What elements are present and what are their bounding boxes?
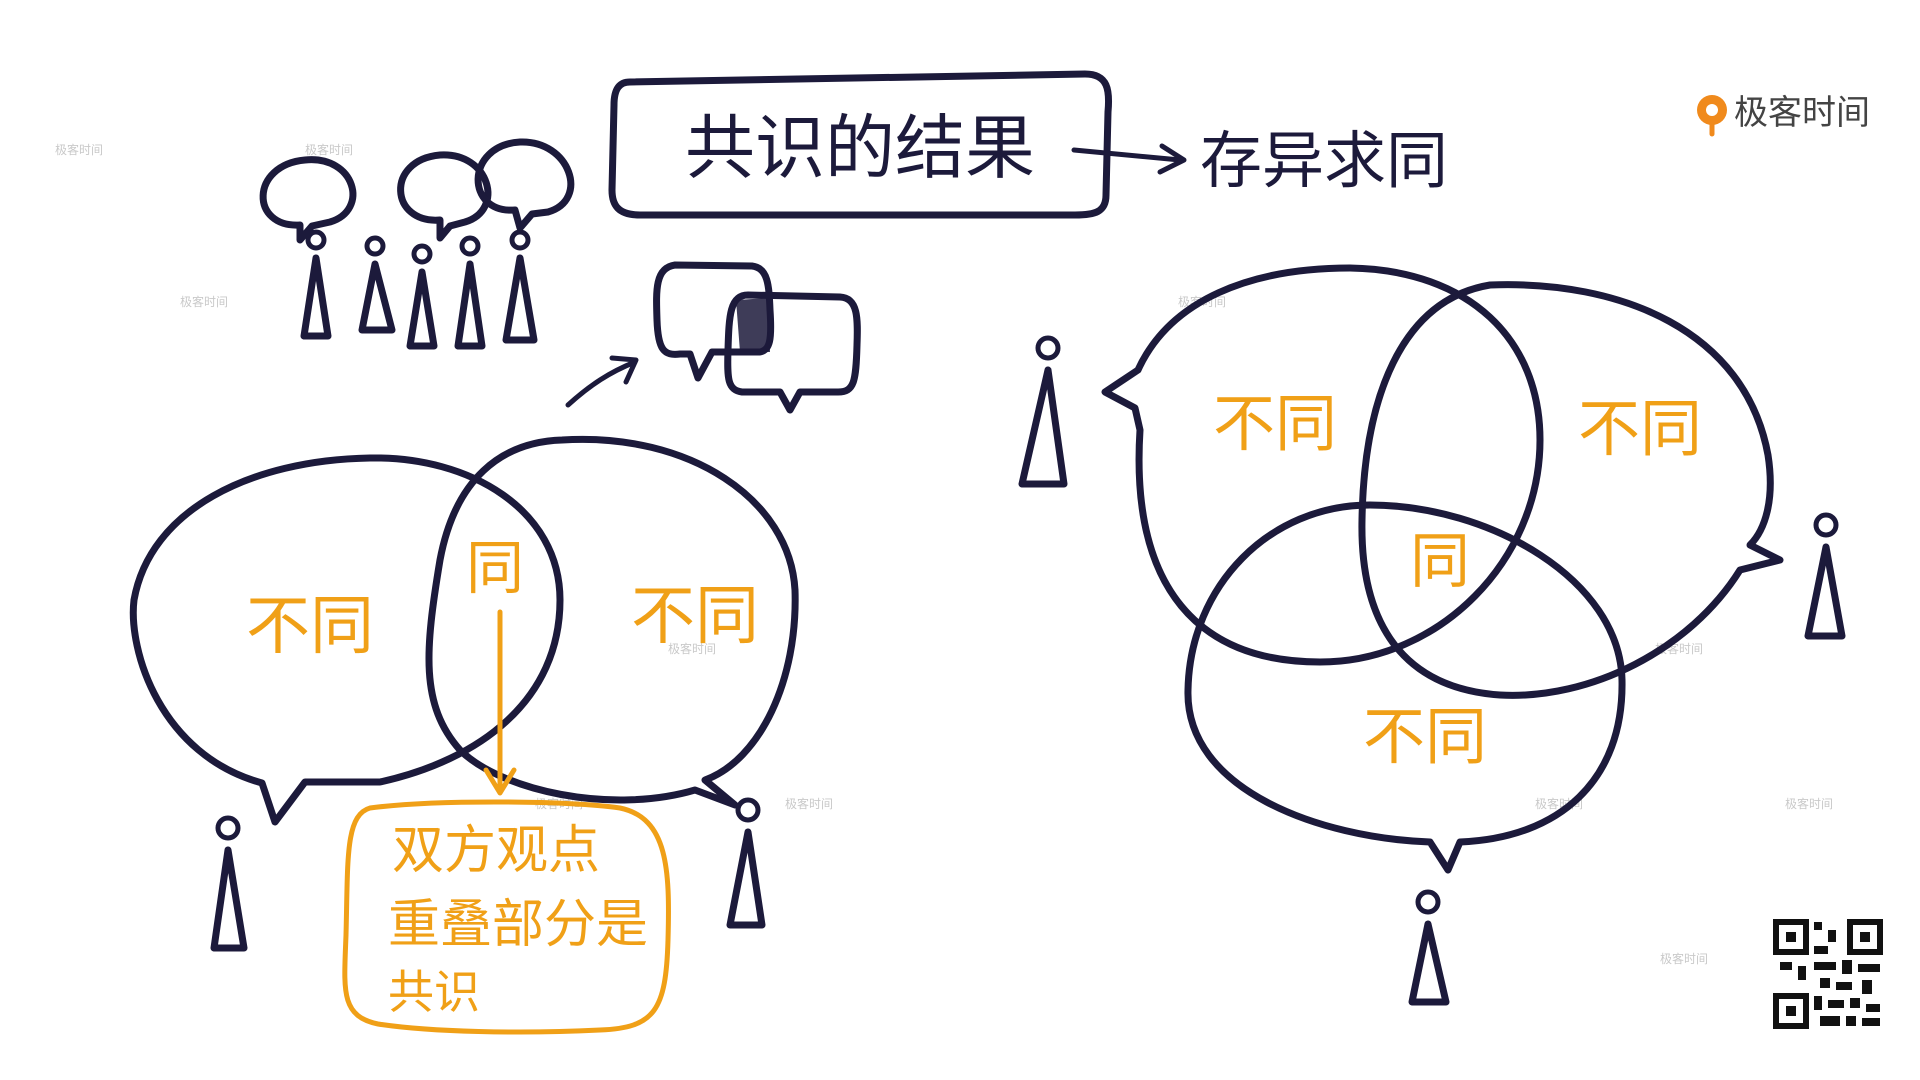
person-icon [1408,889,1450,1006]
person-icon [726,797,766,929]
consensus-box: 双方观点 重叠部分是 共识 [342,799,671,1035]
overlap-hatch [736,298,770,352]
arrow-down-icon [483,609,517,796]
left-diff-label: 不同 [246,590,374,664]
overlap-callout [653,261,861,414]
qr-code-icon [1772,918,1884,1030]
consensus-line-2: 重叠部分是 [388,895,648,955]
watermark-text: 极客时间 [668,641,716,656]
top-left-bubble [1101,264,1544,666]
watermark-text: 极客时间 [55,142,103,157]
watermark-text: 极客时间 [1660,951,1708,966]
person-icon [358,235,396,334]
arrow-up-right-icon [565,355,639,408]
person-icon [406,243,438,350]
person-icon [1018,335,1068,488]
person-icon [502,229,538,344]
page-title: 共识的结果 [685,107,1035,189]
bottom-diff-label: 不同 [1363,700,1487,773]
consensus-line-3: 共识 [388,965,480,1019]
left-bubble [129,454,564,826]
brand-name: 极客时间 [1734,93,1870,133]
watermark-text: 极客时间 [1785,796,1833,811]
three-party-diagram: 不同 不同 不同 同 [1018,264,1846,1006]
center-same-label: 同 [1410,527,1470,597]
result-label: 存异求同 [1200,124,1448,197]
person-icon [300,229,332,340]
bottom-bubble [1184,501,1626,874]
right-diff-label: 不同 [631,580,759,654]
geektime-logo-icon [1697,95,1727,137]
crowd-speech-bubbles [259,138,575,244]
top-right-bubble [1358,281,1784,699]
watermark-text: 极客时间 [305,142,353,157]
watermark-text: 极客时间 [785,796,833,811]
person-icon [454,235,486,350]
brand-logo: 极客时间 [1697,93,1870,137]
consensus-line-1: 双方观点 [392,821,600,881]
crowd-people [300,229,538,350]
two-party-diagram: 不同 不同 同 [129,435,799,952]
person-icon [1804,512,1846,640]
watermark-text: 极客时间 [180,294,228,309]
right-bubble [425,435,799,809]
title-box: 共识的结果 [608,70,1113,219]
arrow-right-icon [1071,143,1187,175]
top-right-diff-label: 不同 [1578,392,1702,465]
top-left-diff-label: 不同 [1213,387,1337,460]
overlap-same-label: 同 [466,534,524,602]
person-icon [210,815,248,952]
watermark-layer: 极客时间 极客时间 极客时间 极客时间 极客时间 极客时间 极客时间 极客时间 … [55,142,1833,966]
